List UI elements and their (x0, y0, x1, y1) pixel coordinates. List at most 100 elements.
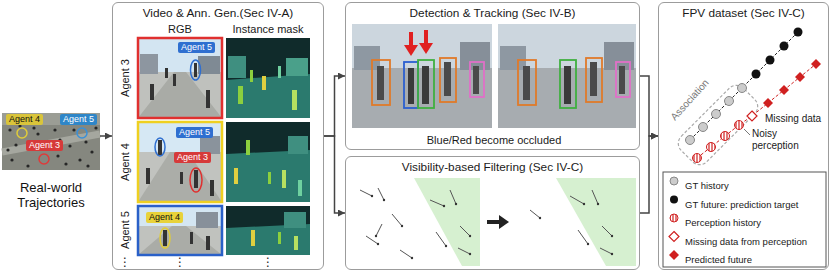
visibility-plot-before-part-part (469, 235, 471, 237)
trajectory-chart-part-part (712, 110, 721, 119)
mask-frame-row3-part (226, 206, 310, 255)
crowd-photo-part (77, 128, 87, 138)
rgb-frame-row1-part (198, 56, 220, 74)
legend-row: Predicted future (685, 249, 824, 267)
crowd-photo-part-part (10, 158, 13, 161)
photo-caption: Real-world Trajectories (2, 180, 100, 210)
mask-frame-row1-part (292, 90, 297, 110)
trajectory-chart-part-part (811, 59, 821, 69)
label-holder: ⋮ (119, 255, 131, 269)
legend-row: GT history (685, 175, 824, 193)
detection-frame-before-part (404, 62, 418, 108)
trajectory-chart-part-part (766, 56, 775, 65)
stage-panel: Detection & Tracking (Sec IV-B) (345, 2, 640, 150)
agent-tag: Agent 5 (60, 114, 97, 125)
crowd-photo-part-part (78, 158, 81, 161)
crowd-photo-part-part (86, 164, 89, 167)
visibility-plot-after-part-part (602, 226, 612, 236)
label-holder: Agent 3 (119, 59, 132, 97)
mask-frame-row2-part (288, 136, 308, 154)
mask-frame-row1-part (226, 38, 310, 118)
rgb-frame-row2-part (210, 180, 214, 196)
rgb-frame-row3-part (138, 206, 222, 255)
annotation-label: Agent 5 (119, 211, 132, 249)
mask-frame-row1-part (286, 58, 308, 76)
agent-tag-text: Agent 5 (181, 42, 212, 52)
stage-panel: Visibility-based Filtering (Sec IV-C) (345, 156, 640, 270)
mask-frame-row3-part (226, 224, 310, 255)
visibility-plot-after-part-part (600, 248, 612, 254)
annotation-label: ⋮ (119, 255, 131, 269)
mask-frame-row3 (226, 206, 310, 255)
mask-frame-row2-part (298, 180, 302, 196)
visibility-plot-before-part-part (443, 205, 445, 207)
panel-title: Visibility-based Filtering (Sec IV-C) (346, 160, 639, 175)
visibility-plot-before-part-part (376, 224, 382, 236)
rgb-frame-row1-part (206, 90, 210, 108)
detection-frame-before-part (408, 68, 414, 104)
detection-frame-before-part (444, 62, 451, 96)
crowd-photo-part-part (6, 148, 9, 151)
mask-frame-row3-part (284, 212, 306, 228)
visibility-plot-after-part-part (592, 190, 598, 204)
trajectory-chart-part-part (707, 143, 716, 152)
detection-frame-after-part (564, 66, 571, 104)
detection-frame-after-part (586, 58, 602, 102)
agent-tag: Agent 4 (6, 114, 43, 125)
panel-title: Video & Ann. Gen.(Sec IV-A) (113, 6, 323, 21)
legend-row: GT future: prediction target (685, 194, 824, 212)
trajectory-chart-part-part (794, 28, 803, 37)
rgb-frame-row2-part (190, 168, 202, 192)
legend-text: GT future: prediction target (685, 199, 798, 211)
detection-frame-after-part (590, 62, 597, 96)
agent-tag-text: Agent 5 (63, 114, 94, 124)
label-holder: Association (668, 77, 711, 123)
rgb-frame-row2-part (194, 170, 198, 188)
legend-text: Missing data from perception (685, 236, 807, 248)
crowd-photo-part (2, 113, 100, 125)
trajectory-chart-part-part (699, 123, 708, 132)
visibility-plot-after-part-part (597, 203, 599, 205)
flow-arrow (324, 136, 345, 213)
mask-frame-row2-part (282, 170, 286, 188)
agent-tag-text: Agent 5 (179, 127, 210, 137)
rgb-frame-row2-part (138, 122, 222, 202)
mask-frame-row1-part (278, 66, 281, 78)
detection-frame-after-part (518, 60, 536, 105)
annotation-label: Agent 3 (119, 59, 132, 97)
rgb-frame-row1-part (194, 63, 197, 77)
visibility-plot-before-part-part (401, 225, 403, 227)
detection-frame-before-part (424, 30, 428, 44)
legend-text: GT history (685, 180, 729, 192)
mask-frame-row2-part (226, 122, 310, 202)
crowd-photo-part (39, 154, 49, 164)
visibility-plot-after-part (539, 203, 613, 255)
trajectory-chart-part (697, 64, 816, 158)
visibility-plot-before (352, 178, 480, 266)
mask-frame-row3-part (251, 230, 255, 246)
filter-arrow (487, 215, 509, 229)
visibility-plot-before-part-part (411, 257, 413, 259)
visibility-plot-before-part-part (445, 245, 447, 247)
visibility-plot-after-part-part (578, 230, 588, 244)
visibility-plot-before-part-part (450, 190, 456, 204)
visibility-plot-after-part-part (611, 235, 613, 237)
crowd-photo-part-part (68, 144, 71, 147)
visibility-plot-before-part-part (366, 236, 378, 244)
detection-frame-before-part (419, 43, 433, 54)
detection-frame-before-part (470, 62, 484, 97)
detection-frame-before-part (409, 32, 413, 46)
mask-frame-row1 (226, 38, 310, 118)
rgb-frame-row1-part (138, 72, 222, 118)
legend-row: Perception history (685, 212, 824, 230)
visibility-plot-before-part-part (360, 190, 372, 196)
mask-frame-row3-part (278, 232, 281, 244)
annotation-label: RGB (168, 23, 192, 36)
filter-arrow-part (487, 220, 500, 224)
visibility-plot-before-part-part (469, 253, 471, 255)
visibility-plot-after-part (556, 178, 636, 266)
agent-tag-text: Agent 3 (29, 140, 60, 150)
annotation-label: ⋮ (262, 255, 274, 269)
detection-frame-before-part (440, 58, 456, 102)
visibility-plot-after-part-part (587, 243, 589, 245)
